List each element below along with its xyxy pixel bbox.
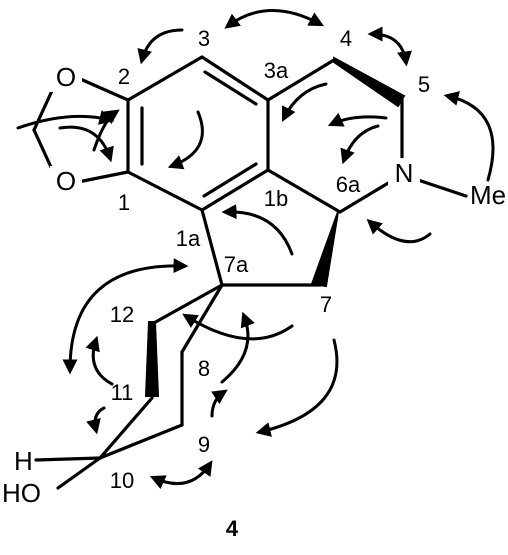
arrow-ch2-c1 <box>58 125 114 163</box>
bond-c1b-c1a-inner <box>202 162 258 198</box>
arrow-h3-h4 <box>224 9 324 29</box>
bond-c2-c3 <box>126 55 204 102</box>
bond-c3a-c4 <box>266 58 336 102</box>
wedge-bond-c6a-c7 <box>310 211 339 288</box>
locant-7: 7 <box>320 292 332 317</box>
bond-c7a-c1a <box>200 208 224 287</box>
locant-9: 9 <box>198 432 210 457</box>
bond-c11-c10 <box>98 396 154 460</box>
methyl-label: Me <box>470 180 506 210</box>
bond-n-c6a <box>338 180 392 214</box>
bonds <box>32 55 468 490</box>
hydroxyl-label: HO <box>2 478 41 508</box>
bond-n-me <box>416 178 468 198</box>
arrow-h3-c1a <box>167 110 204 170</box>
locant-1: 1 <box>118 190 130 215</box>
bond-c10-h <box>34 456 102 462</box>
locant-3a: 3a <box>264 58 289 83</box>
locant-8: 8 <box>198 356 210 381</box>
arrow-cross-o <box>92 109 120 152</box>
bond-c6a-c1b <box>266 168 342 214</box>
arrow-h5-c3a <box>327 112 388 127</box>
locant-6a: 6a <box>336 172 361 197</box>
atom-labels: O O N Me H HO <box>2 62 506 508</box>
arrow-h4-c1b <box>281 82 328 123</box>
arrow-h7-c1b <box>221 204 294 256</box>
arrow-h7-c7a <box>182 313 294 341</box>
wedge-bond-c4-c5 <box>333 56 406 108</box>
bond-c1b-c1a <box>200 168 270 212</box>
oxygen-bottom-label: O <box>56 166 76 196</box>
bond-c10-c9 <box>98 423 184 460</box>
correlation-arrows <box>16 9 495 490</box>
bond-c3-c3a-inner <box>203 70 258 106</box>
locant-7a: 7a <box>224 252 249 277</box>
bond-c1a-c1 <box>126 170 204 212</box>
locant-1a: 1a <box>176 226 201 251</box>
bond-o-c1 <box>76 170 130 184</box>
arrow-h9-c8 <box>210 389 228 418</box>
bond-c10-oh <box>56 456 102 490</box>
arrow-h11-c10 <box>86 406 106 435</box>
wedge-bond-c12-c11 <box>144 321 160 397</box>
oxygen-top-label: O <box>56 62 76 92</box>
bond-c8-c7a <box>180 283 224 354</box>
arrow-h8-c7a <box>220 311 255 384</box>
locant-1b: 1b <box>264 186 288 211</box>
compound-number: 4 <box>226 516 239 541</box>
locant-2: 2 <box>118 64 130 89</box>
nitrogen-label: N <box>395 158 414 188</box>
arrow-h11-c12 <box>85 335 114 386</box>
locant-4: 4 <box>340 26 352 51</box>
locant-12: 12 <box>110 302 134 327</box>
arrow-h3-c2 <box>137 28 184 65</box>
arrow-me-c6a <box>366 219 432 244</box>
arrow-ch2-c2 <box>16 110 115 130</box>
hydrogen-label: H <box>14 446 33 476</box>
arrow-h5-c6a <box>340 124 380 165</box>
arrow-h4-c5 <box>367 26 412 67</box>
locant-10: 10 <box>110 468 134 493</box>
arrow-me-c5 <box>443 91 495 182</box>
arrow-h9-c10 <box>149 460 213 490</box>
arrow-h12-c7a <box>62 258 189 375</box>
bond-c3-c3a <box>200 55 270 102</box>
locant-labels: 1 1a 1b 2 3 3a 4 5 6a 7 7a 8 9 10 11 12 <box>110 26 430 493</box>
locant-3: 3 <box>198 26 210 51</box>
locant-5: 5 <box>418 72 430 97</box>
locant-11: 11 <box>111 380 134 405</box>
bond-c2-o <box>76 76 130 102</box>
arrow-h7-c9 <box>255 338 339 437</box>
